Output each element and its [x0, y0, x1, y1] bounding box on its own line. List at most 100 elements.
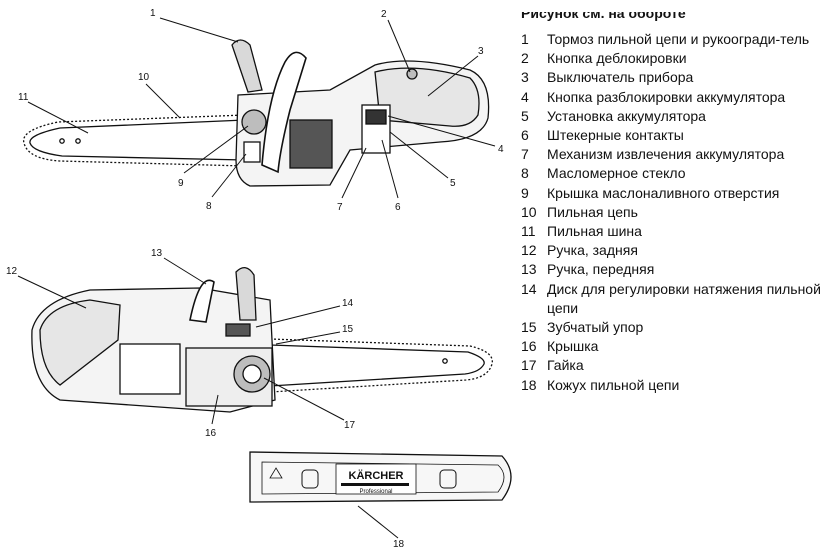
saw-chain-side — [269, 338, 493, 393]
oil-window-top — [243, 141, 261, 163]
legend-item: 18 Кожух пильной цепи — [521, 376, 821, 395]
legend-number: 5 — [521, 107, 529, 124]
legend-item: 6 Штекерные контакты — [521, 126, 821, 145]
legend-item: 10 Пильная цепь — [521, 203, 821, 222]
callout-13: 13 — [151, 248, 163, 259]
callout-6: 6 — [395, 202, 401, 213]
release-button-top — [406, 68, 418, 80]
legend-text: Выключатель прибора — [547, 69, 694, 86]
legend-item: 7 Механизм извлечения аккумулятора — [521, 145, 821, 164]
brand-text: KÄRCHER — [349, 469, 404, 482]
legend-number: 4 — [521, 88, 529, 105]
legend-number: 15 — [521, 319, 537, 336]
legend-text: Масломерное стекло — [547, 165, 686, 182]
legend-item: 1 Тормоз пильной цепи и рукоогради-тель — [521, 30, 821, 49]
legend-item: 5 Установка аккумулятора — [521, 107, 821, 126]
leader-lines — [17, 17, 496, 539]
legend-text: Ручка, задняя — [547, 242, 638, 259]
chain-cover-inner — [261, 461, 505, 495]
callout-11: 11 — [18, 92, 29, 103]
rear-grip-top — [374, 67, 480, 127]
legend-text: Механизм извлечения аккумулятора — [547, 146, 785, 163]
legend-item: 8 Масломерное стекло — [521, 164, 821, 183]
callout-10: 10 — [138, 72, 150, 83]
legend-number: 8 — [521, 165, 529, 182]
nut-side-inner — [242, 364, 262, 384]
callout-18: 18 — [393, 539, 405, 548]
legend-text: Кожух пильной цепи — [547, 376, 680, 393]
legend-number: 6 — [521, 127, 529, 144]
saw-bar-top — [29, 119, 246, 161]
legend-item: 2 Кнопка деблокировки — [521, 49, 821, 68]
battery-area-side — [119, 343, 181, 395]
front-handle-top — [261, 51, 307, 174]
callout-9: 9 — [178, 178, 184, 189]
chainsaw-top-view — [23, 39, 490, 187]
legend-item: 4 Кнопка разблокировки аккумулятора — [521, 88, 821, 107]
chain-cover: KÄRCHER Professional — [249, 451, 512, 503]
rear-grip-side — [39, 299, 121, 386]
legend-text: Тормоз пильной цепи и рукоогради-тель — [547, 31, 810, 47]
parts-legend: 1 Тормоз пильной цепи и рукоогради-тель 2… — [521, 30, 821, 395]
legend-text: Штекерные контакты — [547, 127, 684, 144]
brake-guard-top — [231, 39, 263, 93]
callout-17: 17 — [344, 420, 356, 431]
vent-panel-top — [289, 119, 333, 169]
callout-16: 16 — [205, 428, 217, 439]
legend-text: Пильная цепь — [547, 203, 638, 220]
legend-text: Диск для регулировки натяжения пильной ц… — [547, 280, 821, 316]
legend-number: 7 — [521, 146, 529, 163]
legend-number: 9 — [521, 184, 529, 201]
callout-4: 4 — [498, 144, 504, 155]
saw-bar-side — [269, 344, 485, 387]
bar-hole-top — [59, 138, 65, 144]
legend-number: 16 — [521, 338, 537, 355]
legend-number: 17 — [521, 357, 537, 374]
legend-text: Кнопка разблокировки аккумулятора — [547, 88, 786, 105]
legend-text: Пильная шина — [547, 223, 642, 240]
legend-item: 15 Зубчатый упор — [521, 318, 821, 337]
battery-button-top — [365, 109, 387, 125]
warning-triangle-icon — [269, 467, 283, 479]
callout-5: 5 — [450, 178, 456, 189]
legend-number: 1 — [521, 31, 529, 47]
legend-number: 3 — [521, 69, 529, 86]
legend-number: 18 — [521, 376, 537, 393]
brand-underline — [341, 483, 409, 486]
callout-1: 1 — [150, 8, 156, 19]
legend-number: 12 — [521, 242, 537, 259]
legend-text: Крышка — [547, 338, 599, 355]
callout-15: 15 — [342, 324, 354, 335]
legend-item: 14 Диск для регулировки натяжения пильной… — [521, 280, 821, 318]
legend-text: Зубчатый упор — [547, 319, 644, 336]
callout-7: 7 — [337, 202, 343, 213]
brake-guard-side — [235, 267, 257, 321]
cover-slot-left — [301, 469, 319, 489]
legend-item: 16 Крышка — [521, 337, 821, 356]
heading-crop-mask — [510, 0, 826, 12]
legend-item: 12 Ручка, задняя — [521, 241, 821, 260]
legend-number: 2 — [521, 50, 529, 67]
legend-item: 3 Выключатель прибора — [521, 68, 821, 87]
callout-12: 12 — [6, 266, 18, 277]
legend-number: 13 — [521, 261, 537, 278]
legend-text: Кнопка деблокировки — [547, 50, 687, 67]
legend-item: 13 Ручка, передняя — [521, 260, 821, 279]
brand-plate — [335, 463, 417, 495]
legend-item: 17 Гайка — [521, 356, 821, 375]
chainsaw-side-view — [31, 267, 493, 413]
callout-3: 3 — [478, 46, 484, 57]
cover-slot-right — [439, 469, 457, 489]
bar-hole-side — [442, 358, 448, 364]
callout-14: 14 — [342, 298, 354, 309]
legend-text: Ручка, передняя — [547, 261, 655, 278]
legend-number: 10 — [521, 203, 537, 220]
oil-cap-top — [241, 109, 267, 135]
legend-text: Гайка — [547, 357, 584, 374]
legend-number: 14 — [521, 280, 537, 297]
legend-text: Установка аккумулятора — [547, 107, 706, 124]
callout-2: 2 — [381, 9, 387, 20]
